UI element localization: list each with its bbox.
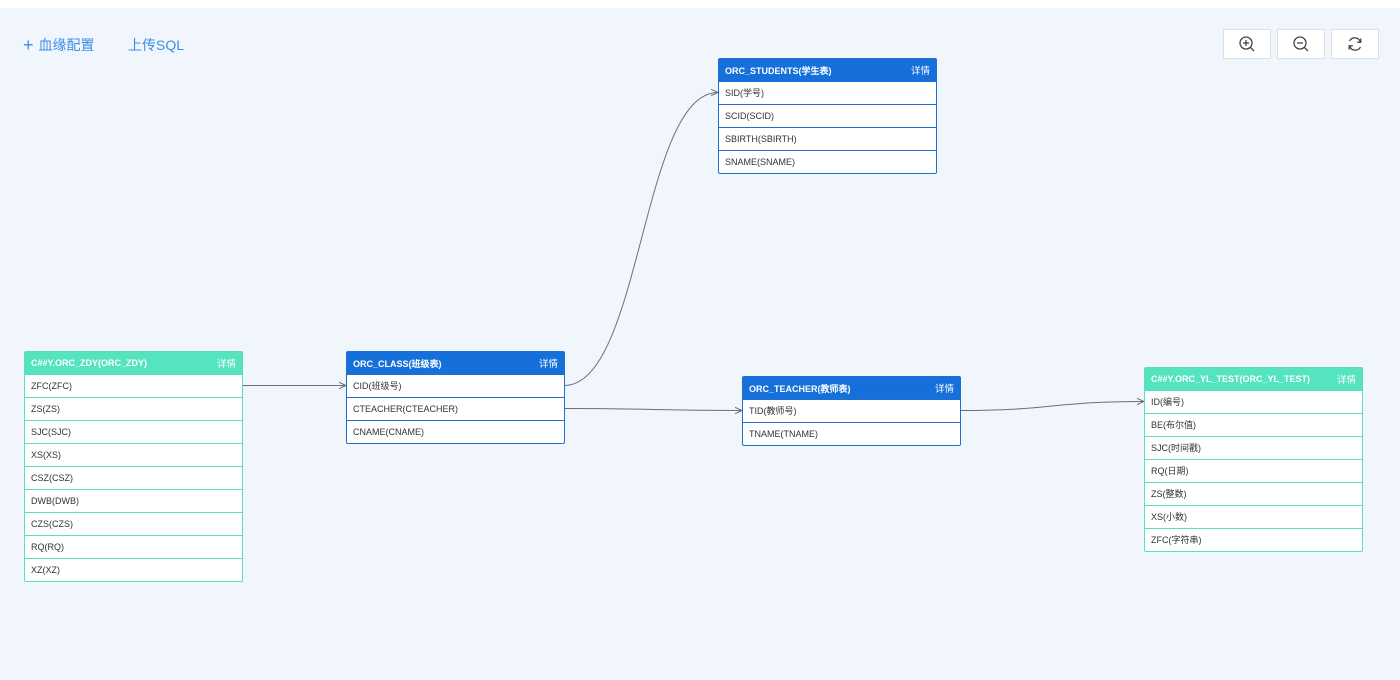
table-column[interactable]: RQ(日期) (1145, 459, 1362, 482)
table-column[interactable]: SBIRTH(SBIRTH) (719, 127, 936, 150)
table-header: C##Y.ORC_YL_TEST(ORC_YL_TEST) 详情 (1145, 368, 1362, 390)
zoom-out-icon (1293, 36, 1309, 52)
detail-link[interactable]: 详情 (1336, 375, 1356, 386)
table-column[interactable]: ZS(整数) (1145, 482, 1362, 505)
table-title: ORC_STUDENTS(学生表) (725, 65, 832, 76)
table-column[interactable]: ZFC(ZFC) (25, 374, 242, 397)
lineage-config-label: 血缘配置 (38, 37, 95, 53)
table-column[interactable]: TNAME(TNAME) (743, 422, 960, 445)
table-column[interactable]: ID(编号) (1145, 390, 1362, 413)
table-node-orc-zdy[interactable]: C##Y.ORC_ZDY(ORC_ZDY) 详情 ZFC(ZFC) ZS(ZS)… (24, 351, 243, 582)
table-column[interactable]: DWB(DWB) (25, 489, 242, 512)
refresh-icon (1348, 37, 1362, 51)
table-header: C##Y.ORC_ZDY(ORC_ZDY) 详情 (25, 352, 242, 374)
table-header: ORC_STUDENTS(学生表) 详情 (719, 59, 936, 81)
table-column[interactable]: ZS(ZS) (25, 397, 242, 420)
zoom-in-icon (1239, 36, 1255, 52)
upload-sql-label: 上传SQL (128, 37, 185, 53)
lineage-edge-class-to-teacher (563, 409, 742, 411)
table-node-orc-teacher[interactable]: ORC_TEACHER(教师表) 详情 TID(教师号) TNAME(TNAME… (742, 376, 961, 446)
table-header: ORC_CLASS(班级表) 详情 (347, 352, 564, 374)
table-column[interactable]: CSZ(CSZ) (25, 466, 242, 489)
table-column[interactable]: CID(班级号) (347, 374, 564, 397)
lineage-edge-teacher-to-yltest (959, 402, 1144, 411)
table-column[interactable]: ZFC(字符串) (1145, 528, 1362, 551)
table-header: ORC_TEACHER(教师表) 详情 (743, 377, 960, 399)
table-column[interactable]: XZ(XZ) (25, 558, 242, 581)
table-node-orc-yl-test[interactable]: C##Y.ORC_YL_TEST(ORC_YL_TEST) 详情 ID(编号) … (1144, 367, 1363, 552)
lineage-config-button[interactable]: + 血缘配置 (23, 35, 95, 55)
table-column[interactable]: SID(学号) (719, 81, 936, 104)
table-column[interactable]: XS(XS) (25, 443, 242, 466)
table-column[interactable]: SJC(时间戳) (1145, 436, 1362, 459)
table-column[interactable]: SJC(SJC) (25, 420, 242, 443)
detail-link[interactable]: 详情 (538, 359, 558, 370)
detail-link[interactable]: 详情 (216, 359, 236, 370)
table-column[interactable]: SCID(SCID) (719, 104, 936, 127)
table-node-orc-students[interactable]: ORC_STUDENTS(学生表) 详情 SID(学号) SCID(SCID) … (718, 58, 937, 174)
reset-view-button[interactable] (1331, 29, 1379, 59)
table-node-orc-class[interactable]: ORC_CLASS(班级表) 详情 CID(班级号) CTEACHER(CTEA… (346, 351, 565, 444)
table-column[interactable]: CZS(CZS) (25, 512, 242, 535)
table-column[interactable]: RQ(RQ) (25, 535, 242, 558)
table-title: C##Y.ORC_ZDY(ORC_ZDY) (31, 358, 148, 368)
table-title: C##Y.ORC_YL_TEST(ORC_YL_TEST) (1151, 374, 1311, 384)
table-column[interactable]: XS(小数) (1145, 505, 1362, 528)
table-column[interactable]: SNAME(SNAME) (719, 150, 936, 173)
table-column[interactable]: TID(教师号) (743, 399, 960, 422)
upload-sql-button[interactable]: 上传SQL (128, 35, 184, 55)
zoom-out-button[interactable] (1277, 29, 1325, 59)
table-column[interactable]: CTEACHER(CTEACHER) (347, 397, 564, 420)
detail-link[interactable]: 详情 (910, 66, 930, 77)
zoom-in-button[interactable] (1223, 29, 1271, 59)
table-column[interactable]: CNAME(CNAME) (347, 420, 564, 443)
detail-link[interactable]: 详情 (934, 384, 954, 395)
table-column[interactable]: BE(布尔值) (1145, 413, 1362, 436)
table-title: ORC_TEACHER(教师表) (749, 383, 851, 394)
plus-icon: + (23, 35, 34, 55)
lineage-edge-class-to-students (563, 93, 718, 386)
table-title: ORC_CLASS(班级表) (353, 358, 442, 369)
